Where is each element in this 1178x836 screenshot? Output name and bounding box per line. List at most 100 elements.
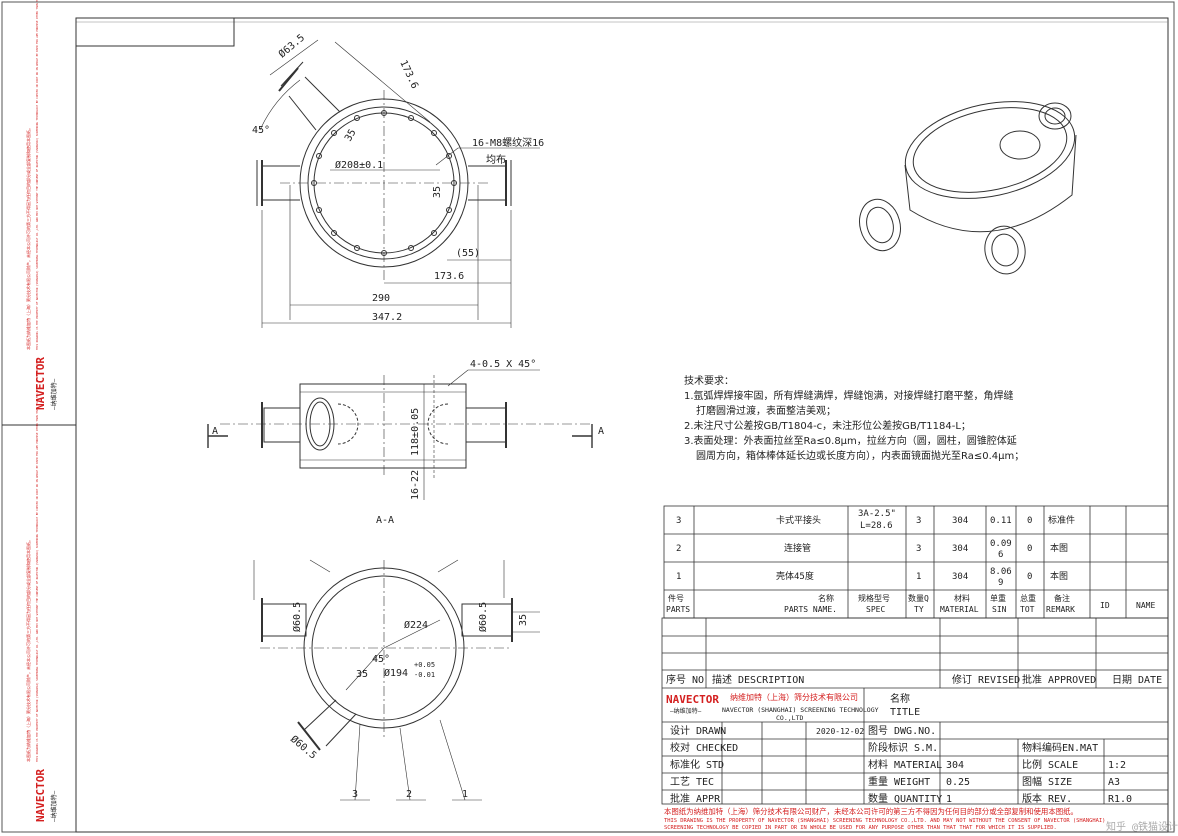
svg-text:L=28.6: L=28.6 bbox=[860, 521, 893, 531]
company-en2: CO.,LTD bbox=[776, 714, 803, 722]
svg-text:TY: TY bbox=[914, 605, 924, 614]
front-view bbox=[207, 369, 593, 500]
front-view-labels: 4-0.5 X 45° 118±0.05 16-22 A A bbox=[212, 359, 604, 500]
dim-line-173diag bbox=[334, 41, 431, 123]
weight-label: 重量 WEIGHT bbox=[868, 775, 930, 788]
rev-value: R1.0 bbox=[1108, 794, 1132, 805]
front-body bbox=[299, 383, 467, 469]
bolt-hole bbox=[354, 115, 360, 121]
dim-16-22: 16-22 bbox=[410, 470, 421, 500]
iso-front-port-inner bbox=[991, 233, 1019, 267]
svg-text:连接管: 连接管 bbox=[784, 542, 811, 554]
svg-text:单重: 单重 bbox=[990, 593, 1006, 603]
svg-text:PARTS NAME.: PARTS NAME. bbox=[784, 605, 837, 614]
section-marker-right: A bbox=[598, 426, 604, 437]
svg-text:卡式平接头: 卡式平接头 bbox=[776, 514, 821, 526]
weld-leader bbox=[437, 559, 459, 573]
side-strip-top: NAVECTOR —纳维加特— 本图纸为纳维加特（上海）筛分技术有限公司财产，未… bbox=[25, 0, 58, 410]
dim-55: (55) bbox=[456, 248, 480, 259]
balloon-leader-3 bbox=[354, 723, 361, 801]
tech-note-line: 2.未注尺寸公差按GB/T1804-c，未注形位公差按GB/T1184-L； bbox=[684, 421, 971, 432]
iso-front-port bbox=[984, 225, 1026, 275]
rev-approved: 批准 APPROVED bbox=[1022, 673, 1096, 686]
tech-note-line: 3.表面处理：外表面拉丝至Ra≤0.8μm，拉丝方向（圆，圆柱，圆锥腔体延 bbox=[684, 436, 1017, 447]
dim-45: 45° bbox=[372, 654, 390, 665]
section-inner-circle bbox=[311, 575, 457, 721]
svg-text:9: 9 bbox=[998, 578, 1003, 588]
dim-outer-dia: Ø63.5 bbox=[276, 32, 307, 61]
quantity-label: 数量 QUANTITY bbox=[868, 792, 942, 805]
svg-text:0: 0 bbox=[1027, 572, 1032, 582]
dim-194: Ø194 bbox=[384, 667, 408, 679]
section-diag-flange bbox=[297, 721, 321, 751]
balloon-leader-2 bbox=[399, 727, 411, 801]
dim-173-diag: 173.6 bbox=[397, 59, 420, 91]
svg-text:数量Q: 数量Q bbox=[908, 593, 929, 603]
quantity-value: 1 bbox=[946, 794, 952, 805]
svg-text:标准件: 标准件 bbox=[1048, 514, 1075, 526]
bolt-hole bbox=[408, 115, 414, 121]
dim-angle: 45° bbox=[252, 125, 270, 136]
dim-line-194 bbox=[345, 647, 385, 691]
side-logo-sub-bottom: —纳维加特— bbox=[50, 790, 58, 822]
svg-text:2: 2 bbox=[676, 544, 681, 554]
tech-notes-title: 技术要求： bbox=[684, 376, 734, 387]
side-notice-cn-bottom: 本图纸为纳维加特（上海）筛分技术有限公司财产，未经本公司许可的第三方不得因为任何… bbox=[25, 538, 31, 762]
side-notice-en-top: THIS DRAWING IS THE PROPERTY OF NAVECTOR… bbox=[35, 0, 39, 350]
drawn-label: 设计 DRAWN bbox=[670, 724, 726, 737]
rev-revised: 修订 REVISED bbox=[952, 673, 1020, 686]
material-label: 材料 MATERIAL bbox=[868, 758, 942, 771]
svg-text:材料: 材料 bbox=[954, 593, 970, 603]
svg-text:304: 304 bbox=[952, 544, 968, 554]
rev-date: 日期 DATE bbox=[1112, 674, 1162, 686]
side-strip-bottom: NAVECTOR —纳维加特— 本图纸为纳维加特（上海）筛分技术有限公司财产，未… bbox=[25, 359, 58, 822]
tech-note-line: 打磨圆滑过渡，表面整洁美观； bbox=[696, 406, 836, 417]
bolt-hole bbox=[316, 153, 322, 159]
stage-label: 阶段标识 S.M. bbox=[868, 741, 938, 754]
dim-35: 35 bbox=[356, 669, 368, 680]
side-notice-cn-top: 本图纸为纳维加特（上海）筛分技术有限公司财产，未经本公司许可的第三方不得因为任何… bbox=[25, 126, 31, 350]
table-row: 2 连接管 3 304 0.09 6 0 本图 bbox=[676, 539, 1068, 560]
scale-label: 比例 SCALE bbox=[1022, 758, 1078, 771]
svg-text:总重: 总重 bbox=[1020, 593, 1036, 603]
dim-bottom-pipe: Ø60.5 bbox=[288, 733, 319, 762]
leader-chamfer bbox=[447, 369, 469, 387]
svg-text:6: 6 bbox=[998, 550, 1003, 560]
bom-table: 3 卡式平接头 3A-2.5" L=28.6 3 304 0.11 0 标准件 … bbox=[666, 509, 1155, 614]
company-cn: 纳维加特（上海）筛分技术有限公司 bbox=[730, 692, 858, 702]
section-diag-pipe bbox=[303, 699, 337, 731]
svg-text:REMARK: REMARK bbox=[1046, 605, 1075, 614]
rev-desc: 描述 DESCRIPTION bbox=[712, 673, 804, 686]
balloon-3: 3 bbox=[352, 789, 358, 800]
iso-back-port bbox=[1038, 102, 1072, 130]
dim-line-63 bbox=[269, 39, 319, 76]
front-left-pipe bbox=[263, 407, 301, 443]
bolt-hole bbox=[431, 130, 437, 136]
balloon-2: 2 bbox=[406, 789, 412, 800]
iso-top-inner bbox=[912, 107, 1068, 193]
svg-text:备注: 备注 bbox=[1054, 593, 1070, 603]
title-label-cn: 名称 bbox=[890, 692, 910, 705]
svg-text:MATERIAL: MATERIAL bbox=[940, 605, 979, 614]
front-hidden-arc bbox=[427, 403, 449, 445]
dim-line-224 bbox=[383, 619, 441, 649]
svg-text:1: 1 bbox=[916, 572, 921, 582]
top-view bbox=[256, 39, 540, 328]
side-logo-top: NAVECTOR bbox=[34, 357, 47, 410]
tech-note-line: 圆周方向，箱体棒体延长边或长度方向），内表面镜面抛光至Ra≤0.4μm； bbox=[696, 451, 1025, 462]
iso-inner-hole bbox=[999, 130, 1041, 160]
svg-text:3: 3 bbox=[676, 516, 681, 526]
drawn-date: 2020-12-02 bbox=[816, 727, 864, 736]
section-diag-pipe bbox=[325, 713, 357, 747]
svg-text:0.09: 0.09 bbox=[990, 539, 1012, 549]
title-logo-sub: —纳维加特— bbox=[670, 707, 702, 715]
svg-text:名称: 名称 bbox=[818, 593, 834, 603]
leader-bolt-diag bbox=[435, 147, 459, 166]
iso-left-port bbox=[859, 198, 901, 252]
revision-block: 序号 NO 描述 DESCRIPTION 修订 REVISED 批准 APPRO… bbox=[666, 673, 1162, 686]
notice-en-1: THIS DRAWING IS THE PROPERTY OF NAVECTOR… bbox=[664, 818, 1105, 824]
svg-text:本图: 本图 bbox=[1050, 542, 1068, 554]
weight-value: 0.25 bbox=[946, 777, 970, 788]
svg-text:壳体45度: 壳体45度 bbox=[776, 570, 814, 582]
svg-text:0: 0 bbox=[1027, 544, 1032, 554]
